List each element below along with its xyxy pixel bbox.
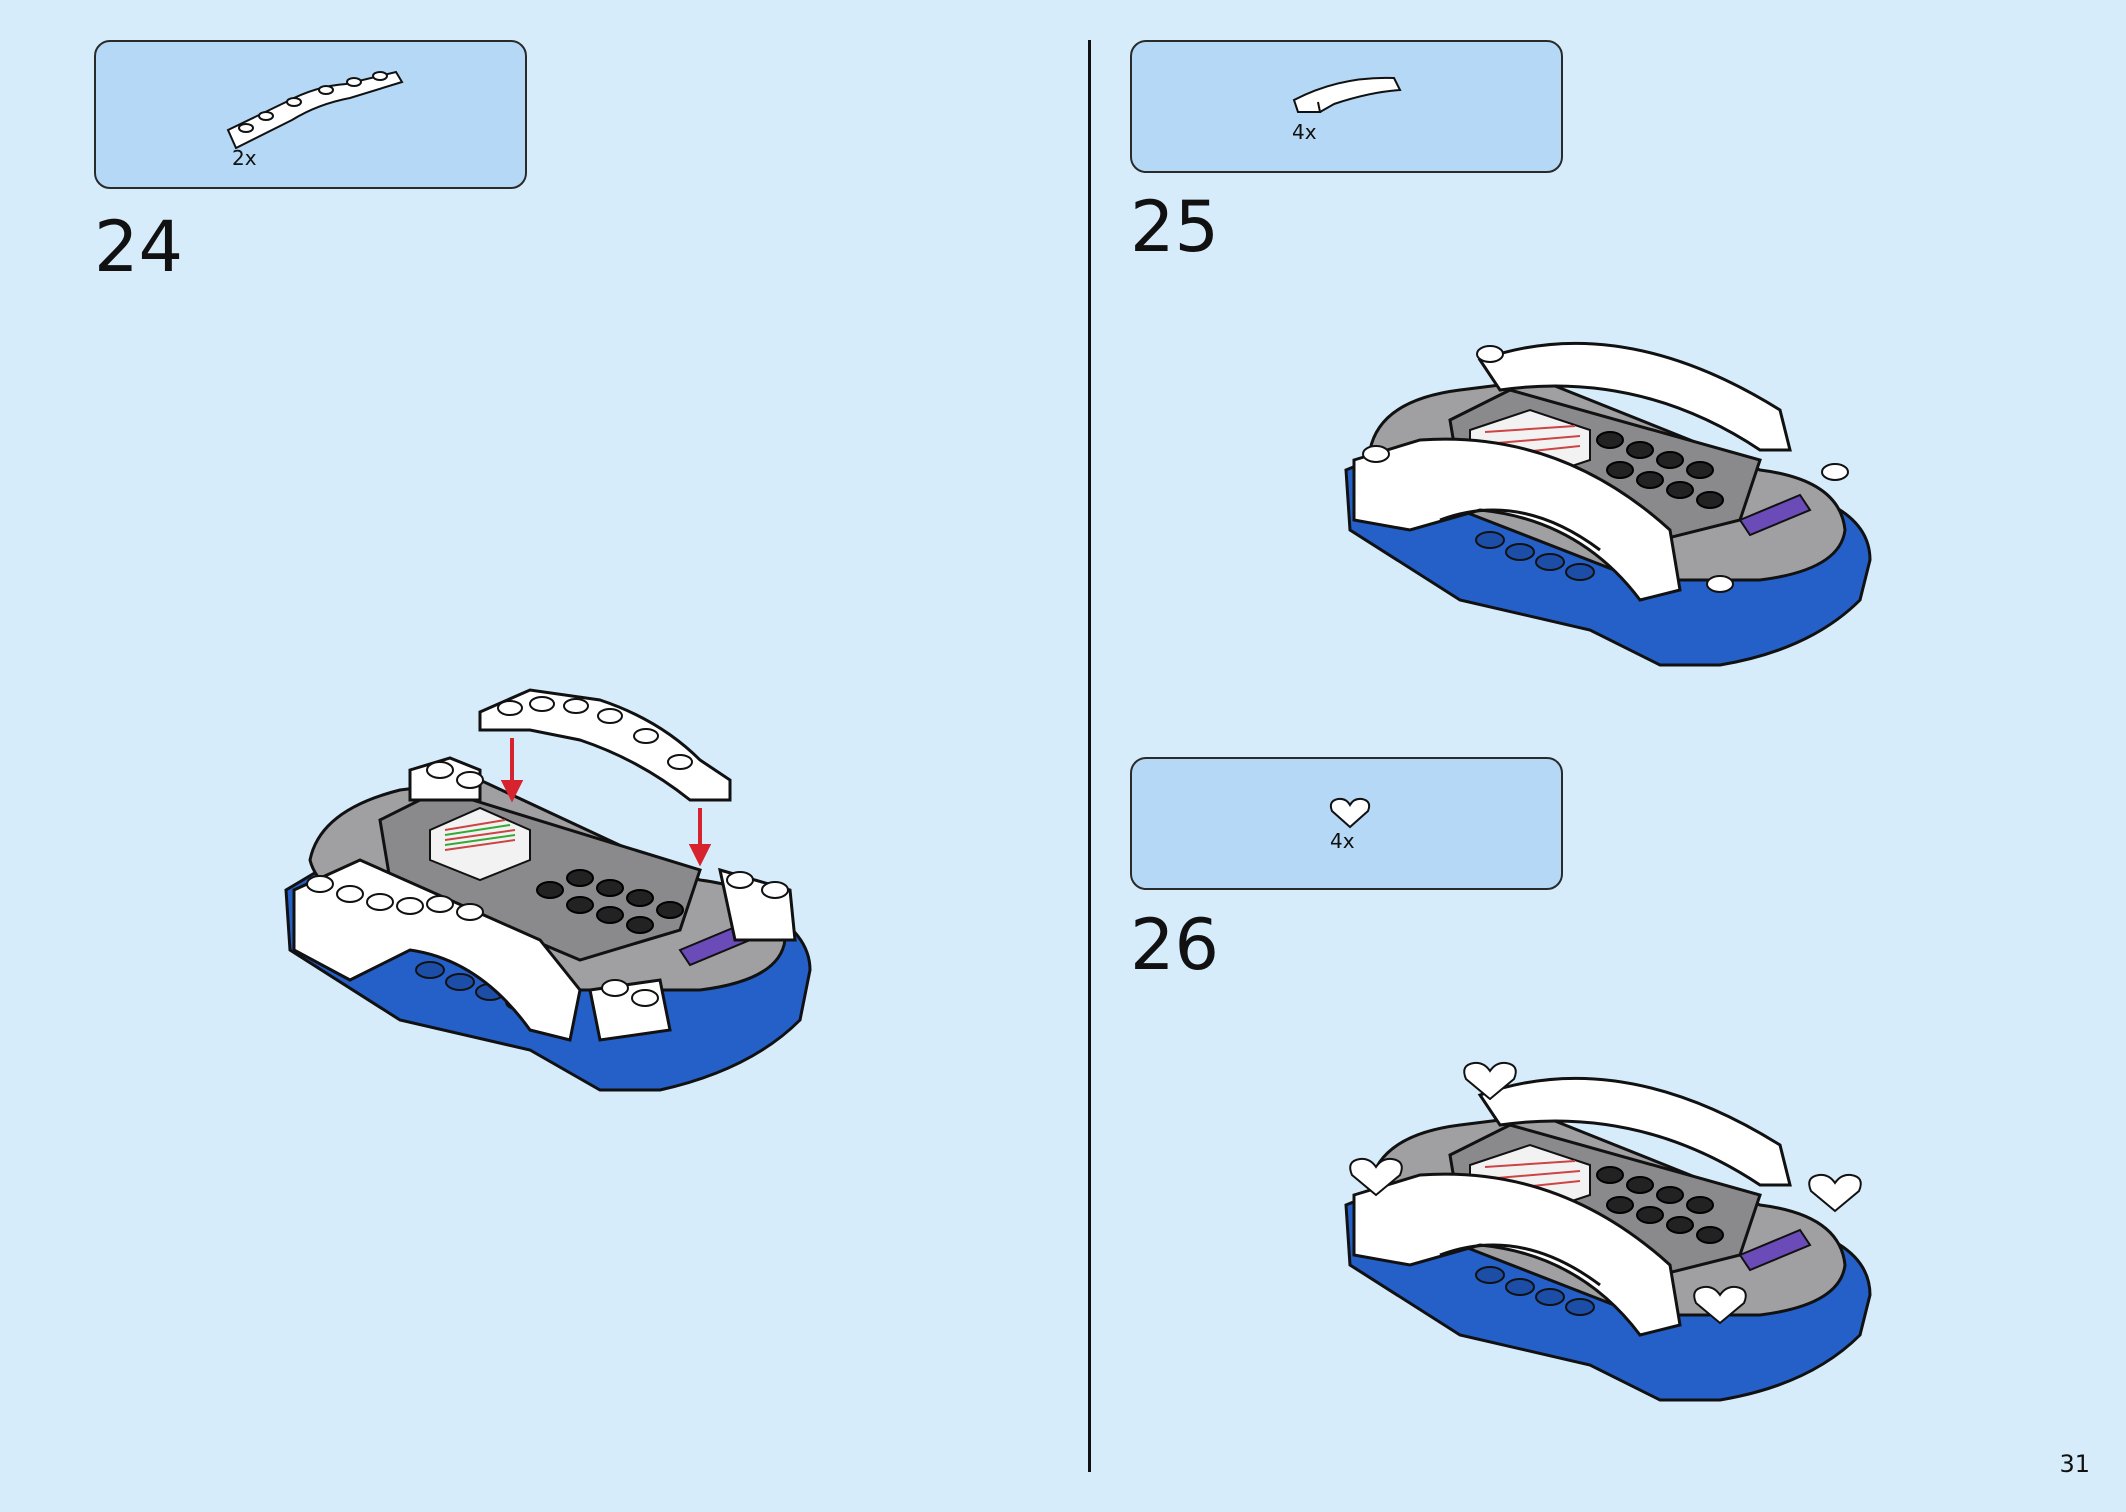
step-number-26: 26 (1130, 904, 1220, 986)
part-quantity: 4x (1292, 120, 1317, 144)
step-25-model-illustration (1344, 341, 1872, 667)
white-curved-slope-icon (1292, 76, 1402, 113)
part-quantity: 2x (232, 146, 257, 170)
step-number-25: 25 (1130, 186, 1220, 268)
placement-arrows (500, 738, 712, 867)
step-24-model-illustration (284, 688, 812, 1092)
page-number: 31 (2059, 1450, 2090, 1478)
parts-callout-step-24: 2x (94, 40, 527, 189)
parts-callout-step-26: 4x (1130, 757, 1563, 890)
parts-callout-step-25: 4x (1130, 40, 1563, 173)
step-26-model-illustration (1344, 1061, 1872, 1402)
white-heart-tile-icon (1329, 797, 1371, 829)
step-number-24: 24 (94, 206, 184, 288)
page-divider (1088, 40, 1091, 1472)
part-quantity: 4x (1330, 829, 1355, 853)
white-arch-plate-icon (226, 70, 404, 150)
